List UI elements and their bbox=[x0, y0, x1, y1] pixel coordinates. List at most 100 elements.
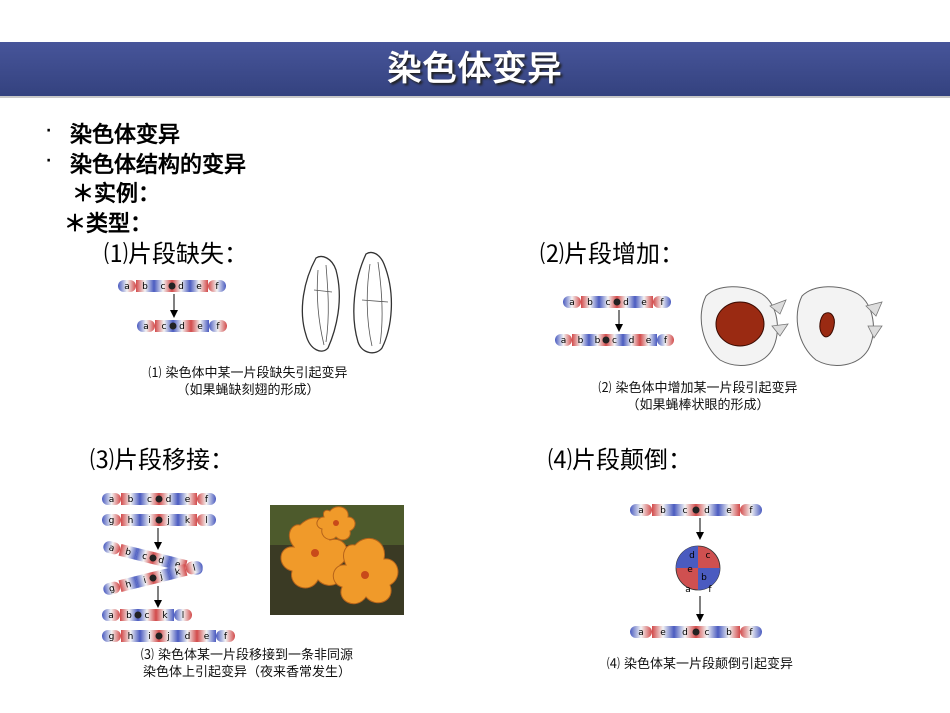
chromosome-segment bbox=[121, 493, 140, 505]
bar-eye-icon bbox=[819, 312, 835, 338]
centromere bbox=[613, 298, 621, 306]
chromosome-segment bbox=[102, 609, 120, 621]
normal-wing-icon bbox=[353, 251, 393, 354]
notched-wing-icon bbox=[301, 255, 340, 352]
chromosome-segment bbox=[154, 280, 172, 292]
chromosome-segment bbox=[555, 334, 572, 346]
gene-label: e bbox=[641, 298, 647, 308]
gene-label: f bbox=[749, 506, 753, 516]
title-bar: 染色体变异 bbox=[0, 42, 950, 98]
chromosome-segment bbox=[118, 543, 138, 560]
gene-label: b bbox=[124, 547, 132, 558]
gene-label: c bbox=[606, 298, 611, 308]
centromere bbox=[602, 336, 610, 344]
inversion-loop bbox=[675, 545, 721, 591]
chromosome-segment bbox=[159, 630, 178, 642]
gene-label: g bbox=[109, 632, 115, 642]
gene-label: b bbox=[726, 628, 732, 638]
section-inversion-title: ⑷片段颠倒： bbox=[548, 446, 692, 474]
chromosome-segment bbox=[159, 514, 178, 526]
arrow-down-icon bbox=[696, 614, 704, 622]
chromosome-segment bbox=[606, 334, 623, 346]
centromere bbox=[149, 574, 157, 582]
section-deletion-title: ⑴片段缺失： bbox=[104, 240, 248, 268]
chromosome-segment bbox=[102, 514, 121, 526]
centromere bbox=[155, 632, 163, 640]
caption-line: ⑵ 染色体中增加某一片段引起变异 bbox=[598, 381, 798, 396]
chromosome-segment bbox=[155, 320, 173, 332]
star-marker: ＊ bbox=[72, 182, 95, 207]
gene-label: d bbox=[623, 298, 629, 308]
gene-label: c bbox=[145, 611, 150, 621]
chromosome-segment bbox=[197, 514, 216, 526]
gene-label: f bbox=[660, 298, 664, 308]
chromosome-segment bbox=[151, 568, 171, 584]
gene-label: b bbox=[142, 282, 148, 292]
chromosome-segment bbox=[630, 504, 652, 516]
chromosome-segment bbox=[740, 504, 762, 516]
chromosome-segment bbox=[118, 576, 138, 593]
gene-label: d bbox=[157, 555, 165, 566]
chromosome-segment bbox=[652, 504, 674, 516]
gene-label: b bbox=[126, 611, 132, 621]
chromosome-segment bbox=[103, 581, 121, 595]
caption-deletion: ⑴ 染色体中某一片段缺失引起变异 （如果蝇缺刻翅的形成） bbox=[118, 365, 378, 399]
chromosome-segment bbox=[103, 541, 121, 555]
chromosome-segment bbox=[140, 493, 159, 505]
chromosome-segment bbox=[136, 280, 154, 292]
gene-label: f bbox=[205, 495, 209, 505]
chromosome-segment bbox=[118, 280, 136, 292]
chromosome-segment bbox=[120, 609, 138, 621]
chromosome-segment bbox=[168, 563, 188, 580]
chromosome-segment bbox=[140, 514, 159, 526]
section-duplication-title: ⑵片段增加： bbox=[540, 240, 684, 268]
chromosome-segment bbox=[640, 334, 657, 346]
chromosome-segment bbox=[121, 514, 140, 526]
gene-label: c bbox=[161, 282, 166, 292]
chromosome-segment bbox=[197, 493, 216, 505]
chromosome-segment bbox=[178, 514, 197, 526]
caption-translocation: ⑶ 染色体某一片段移接到一条非同源 染色体上引起变异（夜来香常发生） bbox=[112, 647, 382, 681]
round-eye-icon bbox=[715, 301, 765, 347]
centromere bbox=[169, 322, 177, 330]
chromosome-segment bbox=[190, 280, 208, 292]
gene-label: f bbox=[216, 322, 220, 332]
chromosome-segment bbox=[696, 626, 718, 638]
caption-line: ⑷ 染色体某一片段颠倒引起变异 bbox=[606, 657, 794, 672]
gene-label: e bbox=[726, 506, 732, 516]
chromosome-segment bbox=[652, 626, 674, 638]
chromosome-segment bbox=[718, 626, 740, 638]
chromosome-segment bbox=[674, 504, 696, 516]
gene-label: k bbox=[185, 516, 191, 526]
chromosome-segment bbox=[197, 630, 216, 642]
chromosome-segment bbox=[102, 630, 121, 642]
subpoint-example: ＊实例： bbox=[72, 176, 160, 208]
centromere bbox=[149, 554, 157, 562]
centromere bbox=[134, 611, 142, 619]
gene-label: a bbox=[685, 585, 691, 595]
gene-label: e bbox=[646, 336, 652, 346]
chromosome-segment bbox=[674, 626, 696, 638]
gene-label: k bbox=[174, 567, 182, 578]
chromosome-segment bbox=[617, 296, 635, 308]
fly-eye-images bbox=[700, 286, 883, 366]
chromosome-segment bbox=[178, 630, 197, 642]
gene-label: a bbox=[561, 336, 567, 346]
caption-line: ⑶ 染色体某一片段移接到一条非同源 bbox=[140, 648, 354, 663]
caption-line: 染色体上引起变异（夜来香常发生） bbox=[142, 665, 351, 680]
gene-label: b bbox=[128, 495, 134, 505]
gene-label: a bbox=[108, 611, 114, 621]
chromosome-segment bbox=[138, 609, 156, 621]
subpoint-text: 类型： bbox=[86, 212, 153, 237]
caption-inversion: ⑷ 染色体某一片段颠倒引起变异 bbox=[580, 656, 820, 673]
gene-label: l bbox=[205, 516, 208, 526]
chromosome-segment bbox=[172, 280, 190, 292]
arrow-down-icon bbox=[696, 532, 704, 540]
caption-line: （如果蝇棒状眼的形成） bbox=[626, 398, 770, 413]
